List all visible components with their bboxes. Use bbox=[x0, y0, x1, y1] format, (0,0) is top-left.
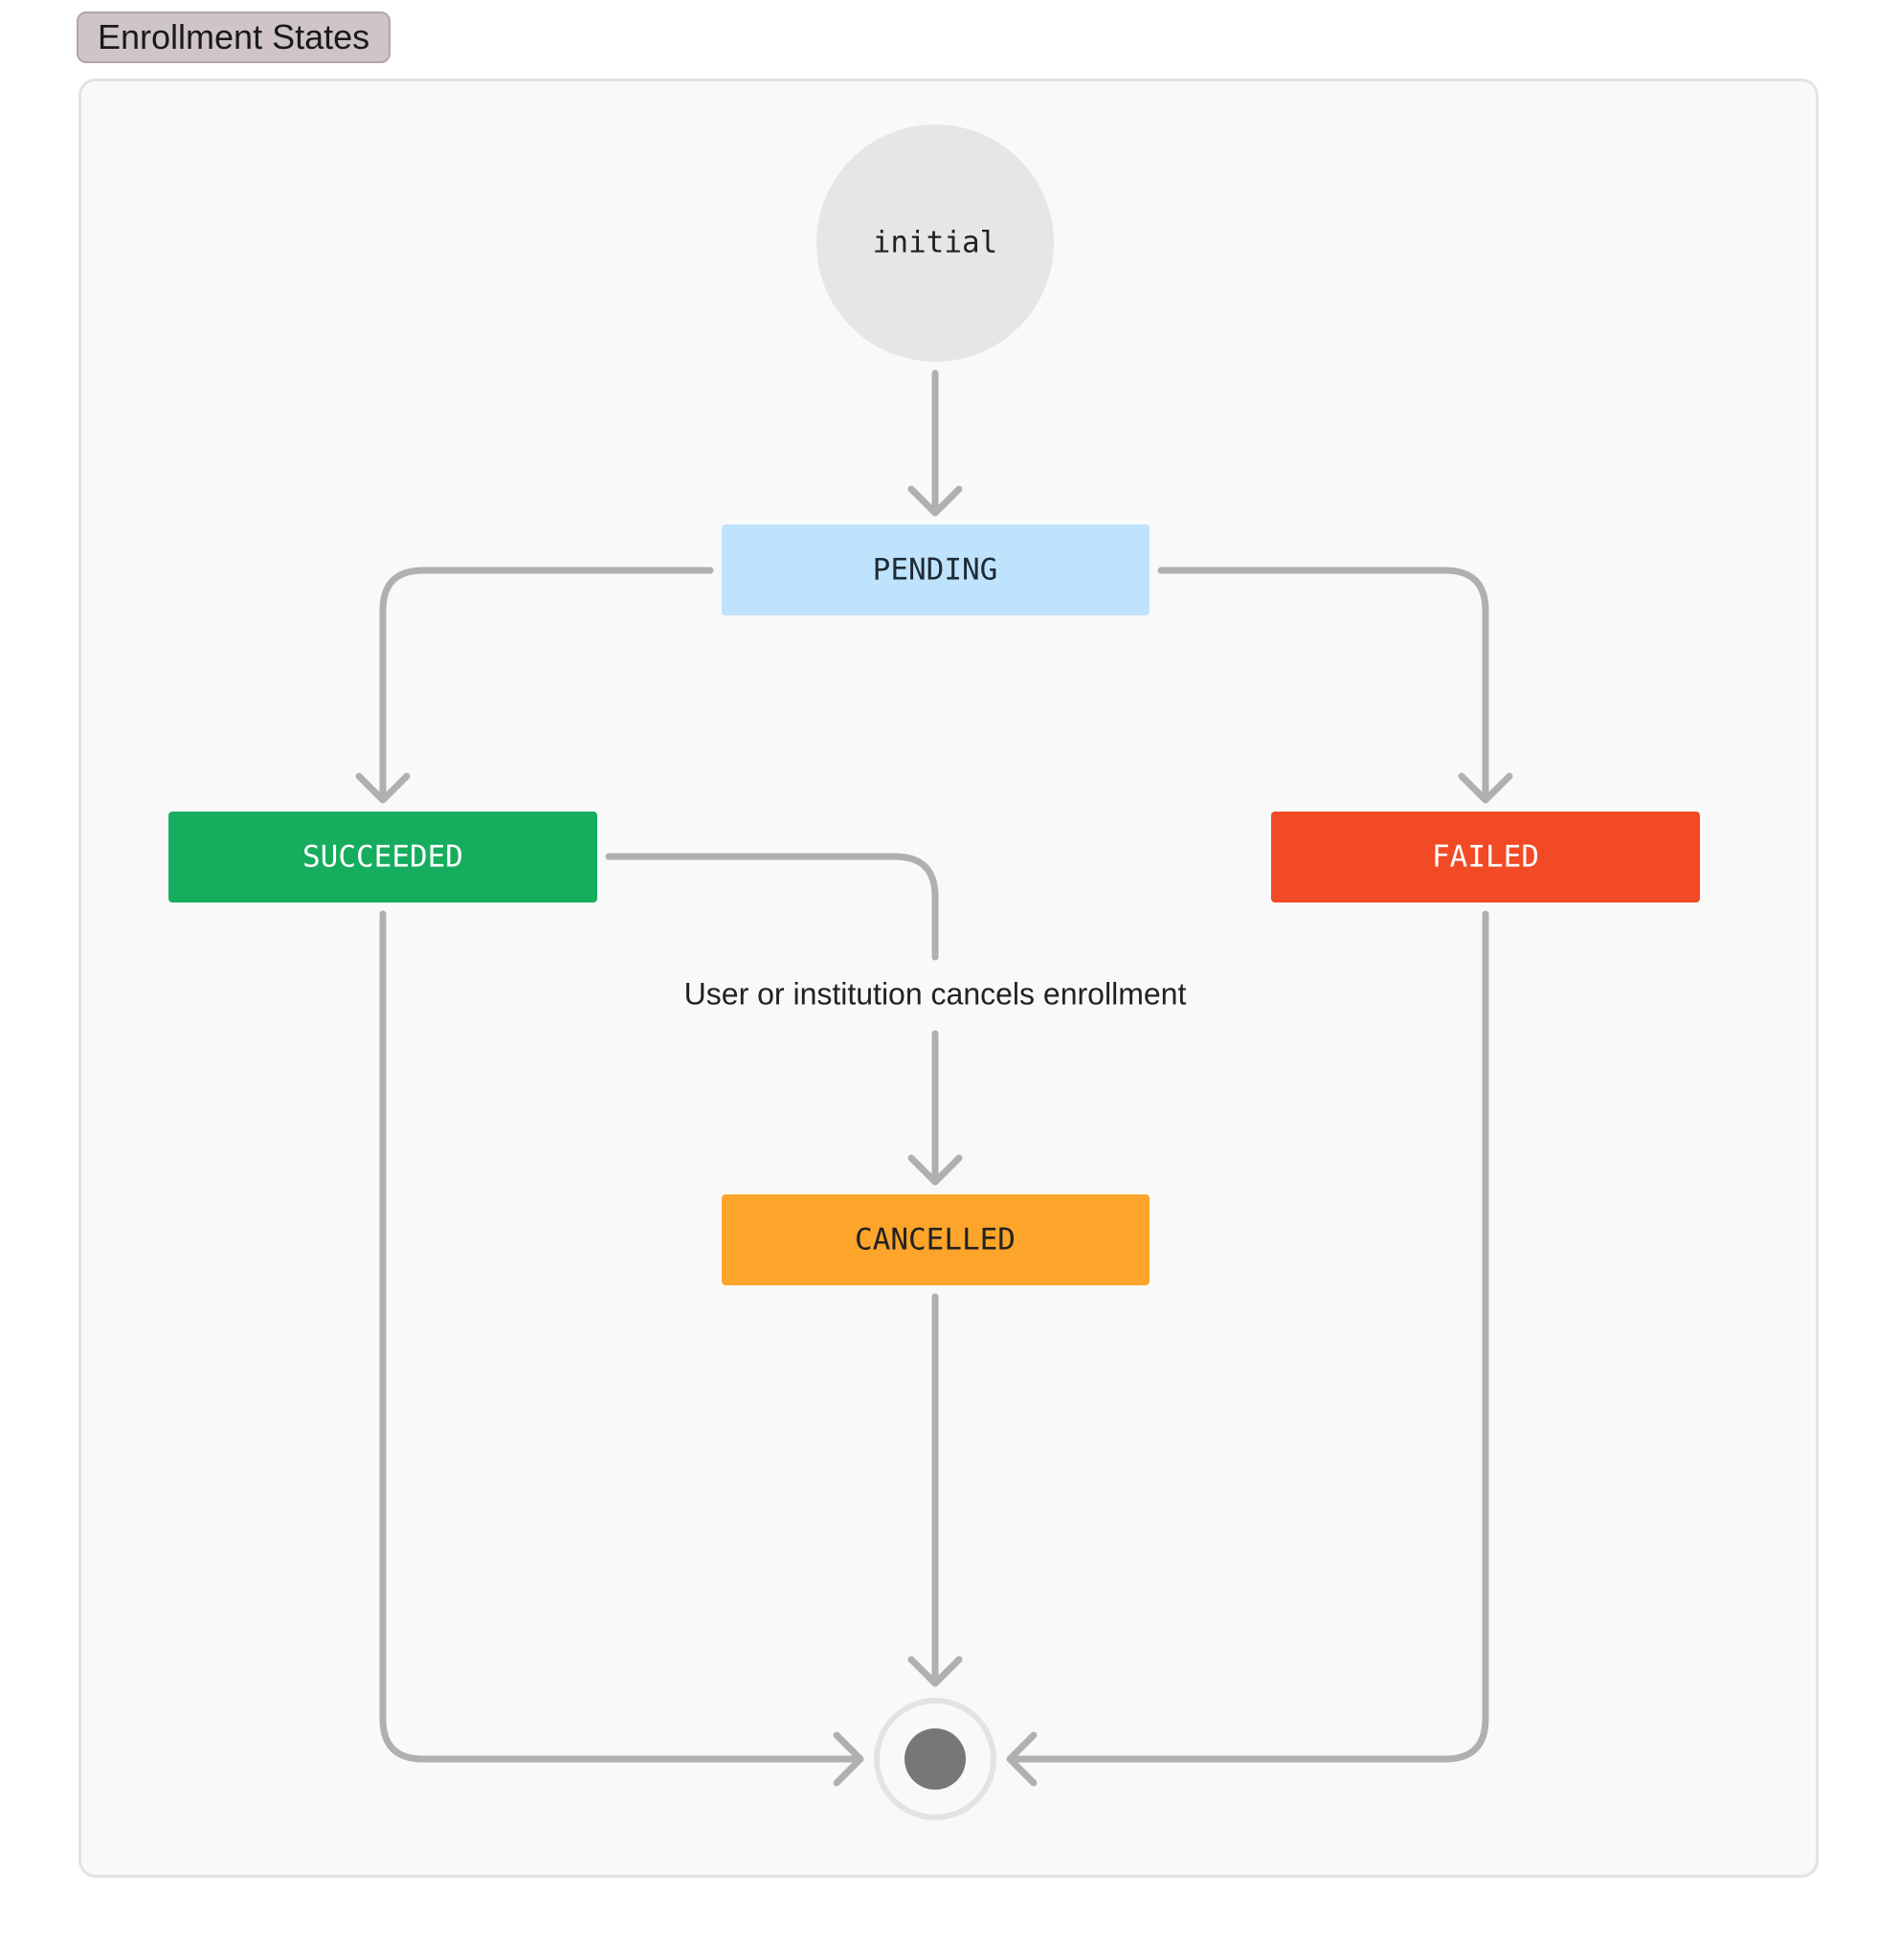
edge-succeeded-to-final bbox=[379, 910, 861, 1763]
arrowhead-succeeded bbox=[355, 772, 411, 804]
state-cancelled-label: CANCELLED bbox=[855, 1223, 1016, 1258]
state-failed bbox=[1271, 812, 1700, 902]
edge-succeeded-to-cancelled-upper bbox=[605, 853, 939, 961]
edge-failed-to-final bbox=[1009, 910, 1489, 1763]
state-cancelled bbox=[722, 1194, 1150, 1285]
initial-state-label: initial bbox=[873, 226, 998, 260]
edge-pending-to-failed bbox=[1157, 567, 1489, 801]
diagram-panel bbox=[78, 78, 1819, 1878]
transition-label-cancel: User or institution cancels enrollment bbox=[684, 976, 1187, 1011]
final-state-dot bbox=[905, 1728, 966, 1790]
arrowhead-pending bbox=[907, 485, 963, 517]
arrowhead-final-right bbox=[1006, 1731, 1038, 1787]
state-pending bbox=[722, 524, 1150, 615]
arrowhead-cancelled bbox=[907, 1154, 963, 1186]
edge-pending-to-succeeded bbox=[379, 567, 714, 801]
diagram-title: Enrollment States bbox=[77, 11, 391, 63]
state-pending-label: PENDING bbox=[873, 553, 998, 588]
state-failed-label: FAILED bbox=[1432, 840, 1539, 875]
state-succeeded-label: SUCCEEDED bbox=[302, 840, 463, 875]
initial-state-node bbox=[816, 124, 1054, 362]
arrowhead-failed bbox=[1458, 772, 1513, 804]
state-succeeded bbox=[168, 812, 597, 902]
arrowhead-final-top bbox=[907, 1656, 963, 1687]
arrowhead-final-left bbox=[833, 1731, 864, 1787]
